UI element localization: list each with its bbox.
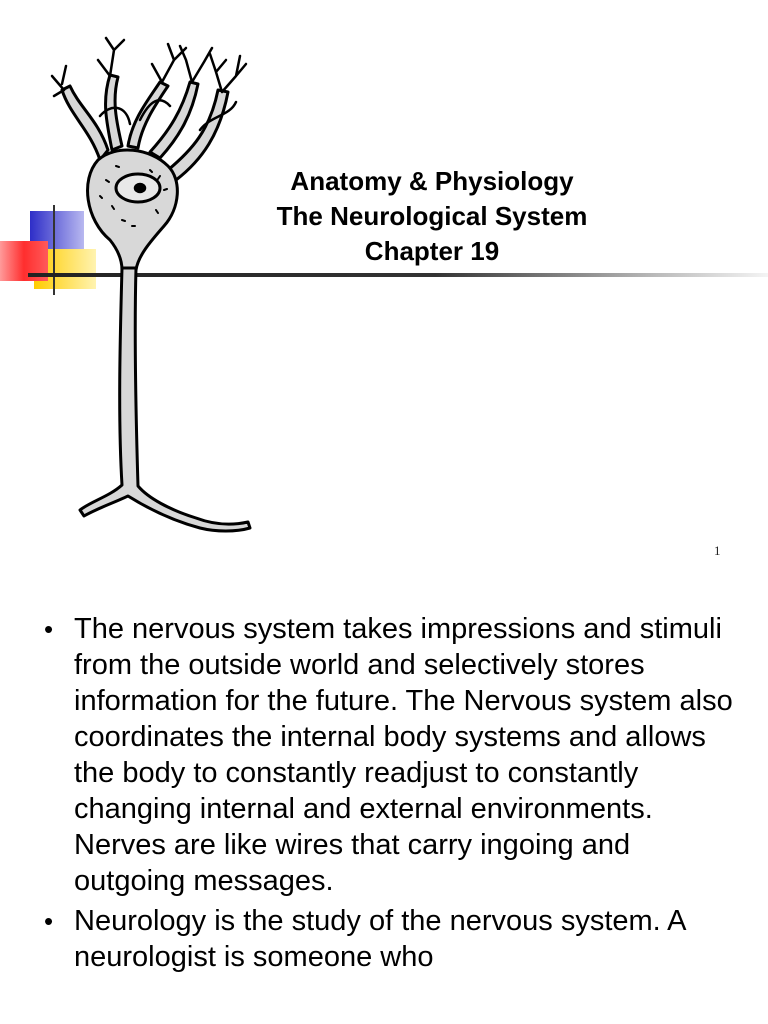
bullet-text: The nervous system takes impressions and… [74, 613, 733, 897]
bullet-item: • Neurology is the study of the nervous … [44, 903, 744, 975]
horizontal-rule [28, 273, 768, 277]
slide-number: 1 [714, 543, 721, 558]
neuron-illustration [50, 36, 252, 533]
bullet-icon: • [44, 906, 54, 936]
title-line-3: Chapter 19 [364, 236, 500, 266]
bullet-item: • The nervous system takes impressions a… [44, 611, 744, 899]
slide-notes: • The nervous system takes impressions a… [44, 611, 744, 979]
bullet-text: Neurology is the study of the nervous sy… [74, 905, 685, 973]
slide-title: Anatomy & Physiology The Neurological Sy… [232, 164, 632, 269]
title-line-1: Anatomy & Physiology [290, 166, 574, 196]
title-line-2: The Neurological System [276, 201, 588, 231]
bullet-icon: • [44, 614, 54, 644]
slide: Anatomy & Physiology The Neurological Sy… [0, 36, 768, 558]
corner-decoration [0, 205, 96, 295]
